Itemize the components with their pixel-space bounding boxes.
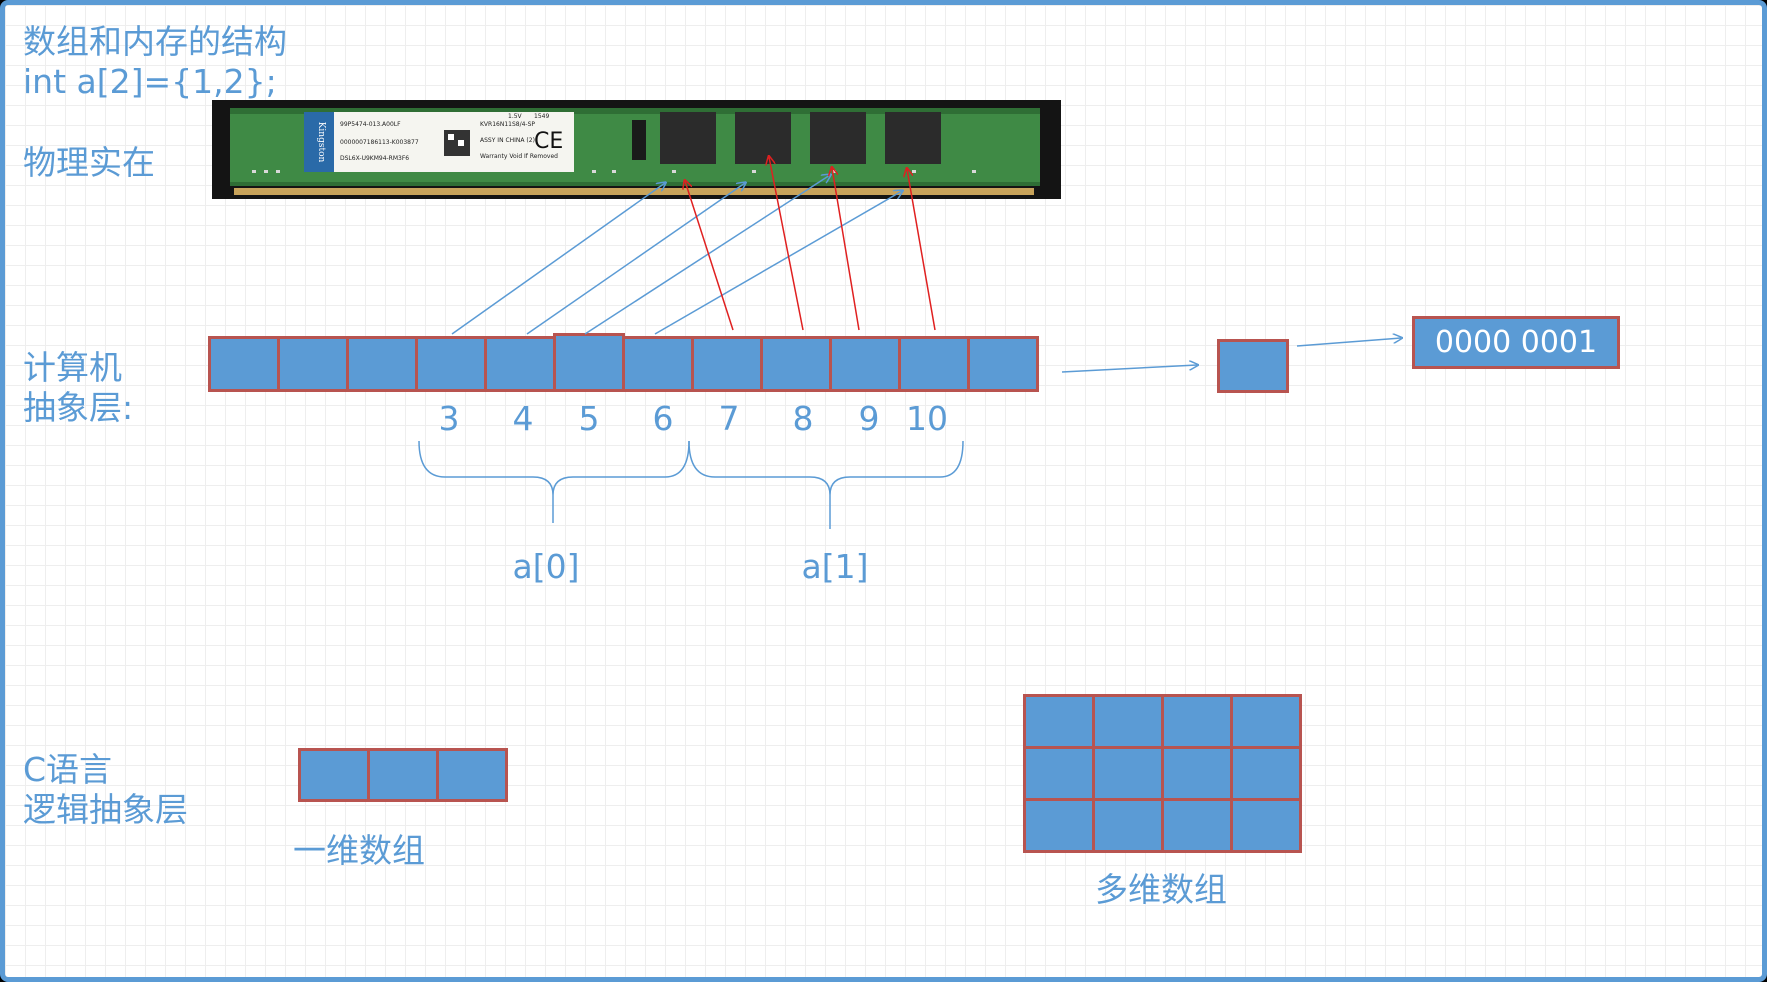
blue-arrow [1061, 365, 1197, 373]
binary-value-box: 0000 0001 [1412, 316, 1620, 369]
blue-arrow [1296, 338, 1401, 347]
red-arrow [832, 168, 860, 331]
one-dim-label: 一维数组 [293, 831, 425, 870]
blue-arrows [451, 175, 1401, 373]
sticker-line-7: 1549 [534, 113, 549, 120]
multi-dim-cell [1230, 746, 1302, 801]
cell-address-4: 4 [512, 399, 534, 438]
physical-layer-label: 物理实在 [23, 143, 155, 182]
sticker-line-1: 0000007186113-K003877 [340, 139, 419, 146]
one-dim-cell [298, 748, 370, 802]
ram-chip [885, 112, 941, 164]
ram-module-image: Kingston 99P5474-013.A00LF 0000007186113… [212, 100, 1061, 199]
array-element-a1: a[1] [801, 547, 869, 586]
cell-address-8: 8 [792, 399, 814, 438]
sticker-line-3: KVR16N11S8/4-SP [480, 121, 535, 128]
red-arrow [769, 157, 804, 331]
one-dim-cell [367, 748, 439, 802]
code-line: int a[2]={1,2}; [23, 62, 277, 101]
ram-chip [810, 112, 866, 164]
cell-address-9: 9 [858, 399, 880, 438]
brace-a0 [418, 440, 690, 523]
multi-dim-label: 多维数组 [1095, 870, 1227, 909]
ram-chip [660, 112, 716, 164]
memory-cell [415, 336, 487, 392]
one-dim-cell [436, 748, 508, 802]
diagram-title: 数组和内存的结构 [23, 22, 287, 61]
blue-arrow [584, 175, 830, 335]
arrows-overlay [418, 5, 1762, 529]
red-arrow [907, 169, 936, 331]
ce-mark: CE [534, 129, 563, 154]
memory-cell [691, 336, 763, 392]
ram-chip [735, 112, 791, 164]
ram-chips [660, 112, 941, 164]
blue-arrow [526, 183, 745, 335]
ram-sticker [304, 112, 574, 172]
memory-cell [760, 336, 832, 392]
sticker-line-0: 99P5474-013.A00LF [340, 121, 401, 128]
memory-cell [277, 336, 349, 392]
cell-address-6: 6 [652, 399, 674, 438]
single-byte-cell [1217, 339, 1289, 393]
red-arrow [685, 181, 734, 331]
ram-brand-text: Kingston [316, 122, 326, 163]
c-logic-layer-label: C语言 逻辑抽象层 [23, 750, 188, 829]
memory-cell [967, 336, 1039, 392]
cell-address-10: 10 [906, 399, 948, 438]
sticker-line-5: Warranty Void If Removed [480, 153, 558, 160]
blue-arrow [451, 183, 665, 335]
multi-dim-cell [1092, 798, 1164, 853]
multi-dim-cell [1230, 694, 1302, 749]
cell-address-7: 7 [718, 399, 740, 438]
cell-address-5: 5 [578, 399, 600, 438]
multi-dim-cell [1023, 746, 1095, 801]
memory-cell [622, 336, 694, 392]
red-arrows [685, 157, 936, 331]
sticker-line-2: DSL6X-U9KM94-RM3F6 [340, 155, 409, 162]
multi-dim-cell [1230, 798, 1302, 853]
sticker-line-4: ASSY IN CHINA (2) [480, 137, 535, 144]
cell-address-3: 3 [438, 399, 460, 438]
computer-layer-label: 计算机 抽象层: [23, 348, 134, 427]
sticker-line-6: 1.5V [508, 113, 523, 120]
brace-a1 [688, 440, 964, 529]
array-element-a0: a[0] [512, 547, 580, 586]
multi-dim-cell [1023, 798, 1095, 853]
blue-arrow [654, 191, 902, 335]
